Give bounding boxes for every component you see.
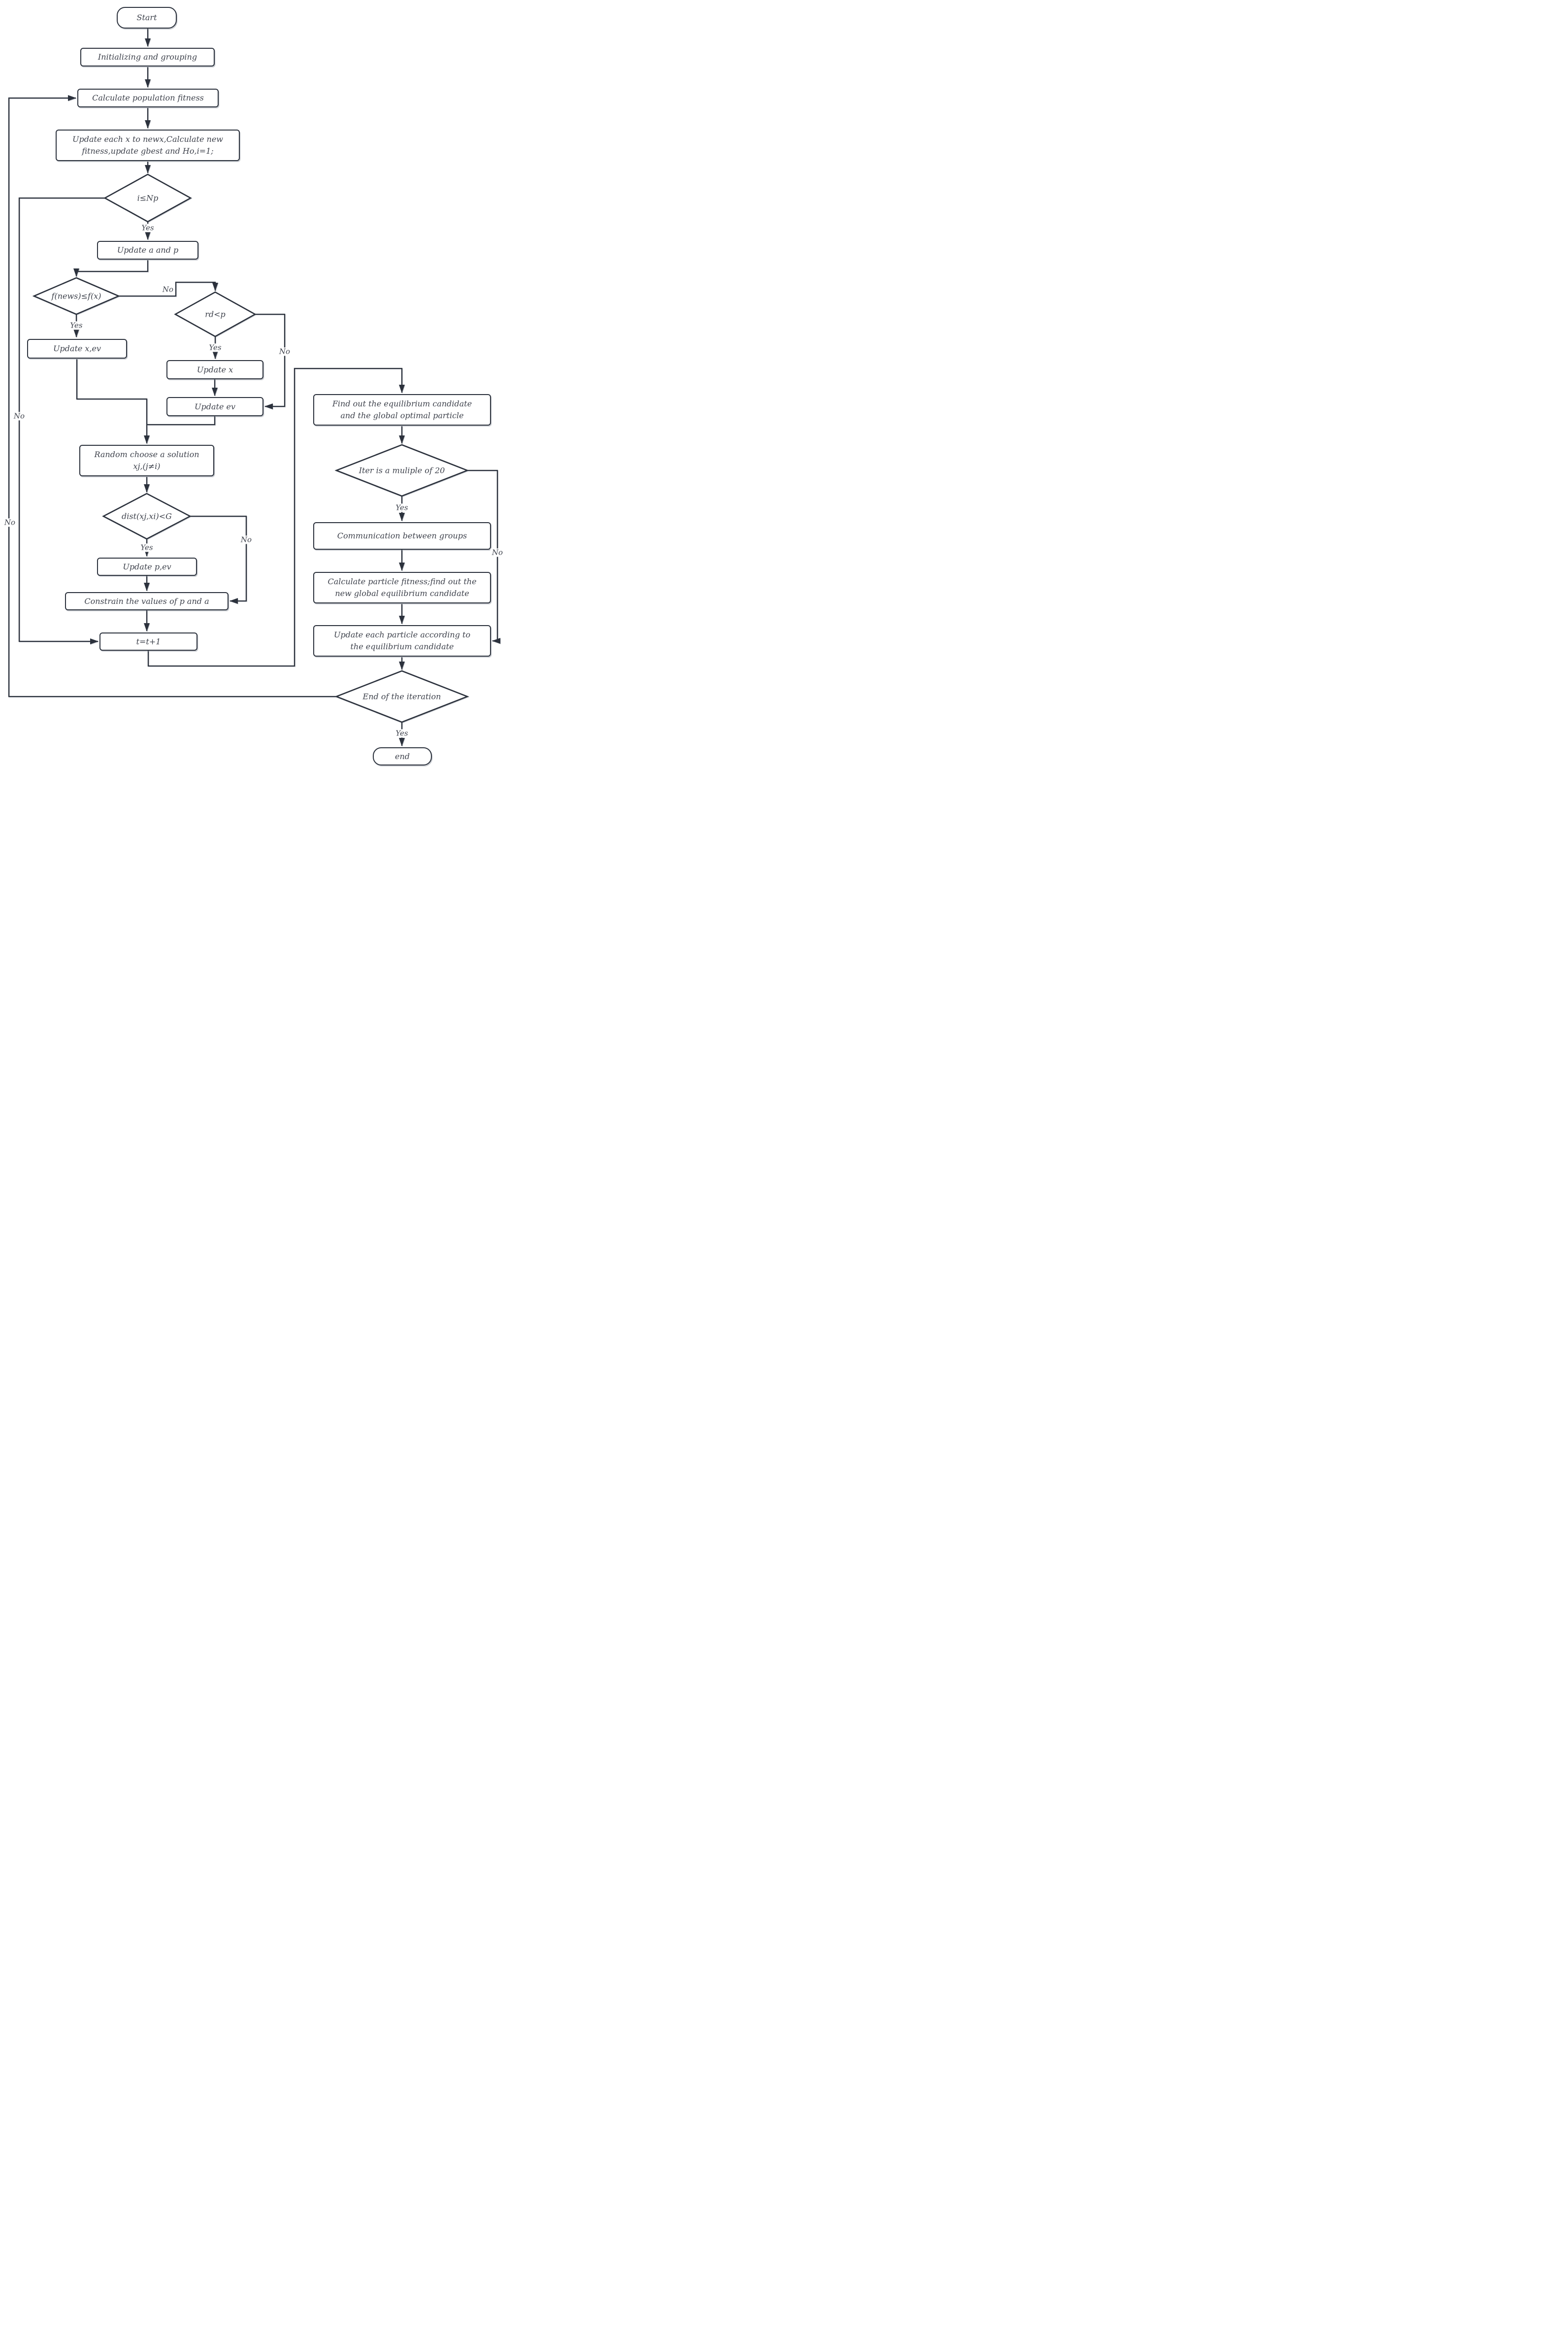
branch-label-rdp-yes: Yes	[207, 343, 223, 352]
edge-updatexev-to-random	[76, 359, 150, 444]
edge-fnews-no-to-rdp	[119, 281, 218, 297]
connector-layer	[8, 29, 501, 747]
branch-label-rdp-no: No	[277, 347, 292, 356]
branch-label-dist-yes: Yes	[139, 543, 155, 552]
branch-label-iter-yes: Yes	[394, 503, 410, 512]
edge-t-to-findeq	[147, 367, 405, 667]
process-update-each-x: Update each x to newx,Calculate new fitn…	[56, 130, 240, 161]
end-terminal: end	[373, 747, 432, 765]
process-constrain: Constrain the values of p and a	[65, 592, 229, 610]
branch-label-fnews-yes: Yes	[68, 321, 84, 330]
decision-fnews-shape	[32, 277, 121, 315]
branch-label-np-yes: Yes	[140, 224, 156, 233]
decision-enditer-shape	[334, 670, 469, 723]
process-t-increment: t=t+1	[99, 632, 197, 651]
decision-i-le-np-shape	[103, 173, 192, 223]
process-find-equilibrium: Find out the equilibrium candidate and t…	[313, 394, 491, 426]
decision-enditer-label: End of the iteration	[362, 692, 441, 701]
decision-i-le-np-label: i≤Np	[137, 193, 159, 203]
edge-dist-no	[190, 515, 247, 604]
flowchart-canvas: Start Initializing and grouping Calculat…	[0, 0, 523, 776]
decision-rdp-shape	[174, 291, 257, 337]
process-communication: Communication between groups	[313, 522, 491, 550]
process-update-x-ev: Update x,ev	[27, 339, 127, 359]
branch-label-iter-no: No	[490, 548, 505, 557]
process-update-x: Update x	[166, 360, 263, 379]
edge-updateev-join	[146, 416, 216, 426]
edge-updateap-to-fnews	[73, 260, 149, 277]
process-update-p-ev: Update p,ev	[97, 558, 197, 576]
process-calc-population: Calculate population fitness	[77, 89, 219, 107]
branch-label-np-no: No	[12, 412, 27, 421]
process-random-choose: Random choose a solution xj,(j≠i)	[79, 445, 214, 476]
process-update-ev: Update ev	[166, 397, 263, 416]
branch-label-dist-no: No	[239, 535, 254, 544]
process-update-each-particle: Update each particle according to the eq…	[313, 625, 491, 657]
process-initializing: Initializing and grouping	[80, 48, 215, 67]
decision-dist-shape	[102, 493, 192, 540]
branch-label-fnews-no: No	[161, 285, 175, 294]
edge-enditer-no-to-calcpop	[8, 95, 336, 698]
decision-iter20-shape	[334, 444, 469, 497]
edge-rdp-no	[255, 313, 286, 409]
decision-dist-label: dist(xj,xi)<G	[122, 511, 172, 521]
decision-rdp-label: rd<p	[205, 309, 226, 319]
decision-fnews-label: f(news)≤f(x)	[51, 291, 101, 301]
start-terminal: Start	[117, 7, 177, 29]
branch-label-enditer-no: No	[2, 518, 17, 527]
process-calc-particle-fitness: Calculate particle fitness;find out the …	[313, 572, 491, 603]
branch-label-enditer-yes: Yes	[394, 729, 410, 738]
decision-iter20-label: Iter is a muliple of 20	[359, 466, 445, 475]
process-update-a-and-p: Update a and p	[97, 241, 198, 260]
edge-np-no-to-t	[18, 197, 105, 644]
